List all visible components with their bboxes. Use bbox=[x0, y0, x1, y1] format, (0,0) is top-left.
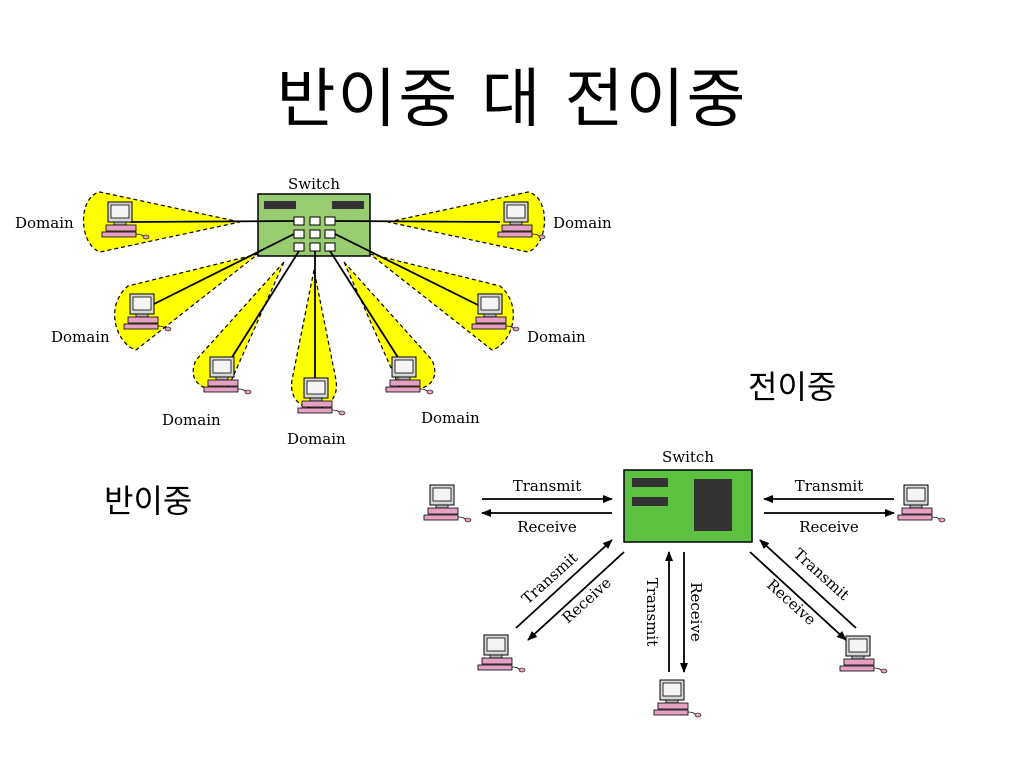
full-switch-panel bbox=[694, 479, 732, 531]
half-duplex-label: 반이중 bbox=[104, 482, 193, 520]
domain-label-right-low: Domain bbox=[421, 409, 480, 427]
receive-label-bottom-right: Receive bbox=[763, 576, 819, 629]
transmit-label-left: Transmit bbox=[513, 477, 582, 495]
full-duplex-label: 전이중 bbox=[748, 368, 837, 406]
full-pc-right bbox=[897, 484, 946, 523]
half-pc-left-low bbox=[203, 356, 252, 395]
domain-label-center: Domain bbox=[287, 430, 346, 448]
full-switch-led-bottom bbox=[632, 497, 668, 506]
half-switch-led-left bbox=[264, 201, 296, 209]
half-cables bbox=[129, 220, 501, 382]
full-pc-left bbox=[423, 484, 472, 523]
domain-label-right-top: Domain bbox=[553, 214, 612, 232]
half-switch-led-right bbox=[332, 201, 364, 209]
half-duplex-diagram: Switch Domain Domain Domain Domain Domai… bbox=[15, 175, 612, 448]
full-pc-bottom-left bbox=[477, 634, 526, 673]
slide-title: 반이중 대 전이중 bbox=[276, 63, 748, 137]
half-switch-label: Switch bbox=[288, 175, 340, 193]
half-pc-center bbox=[297, 377, 346, 416]
half-switch-ports bbox=[293, 216, 336, 252]
transmit-label-right: Transmit bbox=[795, 477, 864, 495]
domain-label-right-mid: Domain bbox=[527, 328, 586, 346]
domain-label-left-top: Domain bbox=[15, 214, 74, 232]
full-pc-bottom-center bbox=[653, 679, 702, 718]
full-switch-led-top bbox=[632, 478, 668, 487]
full-switch-label: Switch bbox=[662, 448, 714, 466]
receive-label-left: Receive bbox=[517, 518, 577, 536]
full-pc-bottom-right bbox=[839, 635, 888, 674]
domain-shape-center bbox=[291, 269, 337, 410]
domain-label-left-low: Domain bbox=[162, 411, 221, 429]
full-duplex-diagram: Switch Transmit Receive Transmit Receive… bbox=[423, 448, 946, 718]
receive-label-bottom-center: Receive bbox=[687, 582, 705, 642]
domain-label-left-mid: Domain bbox=[51, 328, 110, 346]
full-arrows bbox=[481, 495, 895, 673]
receive-label-right: Receive bbox=[799, 518, 859, 536]
transmit-label-bottom-center: Transmit bbox=[643, 578, 661, 647]
